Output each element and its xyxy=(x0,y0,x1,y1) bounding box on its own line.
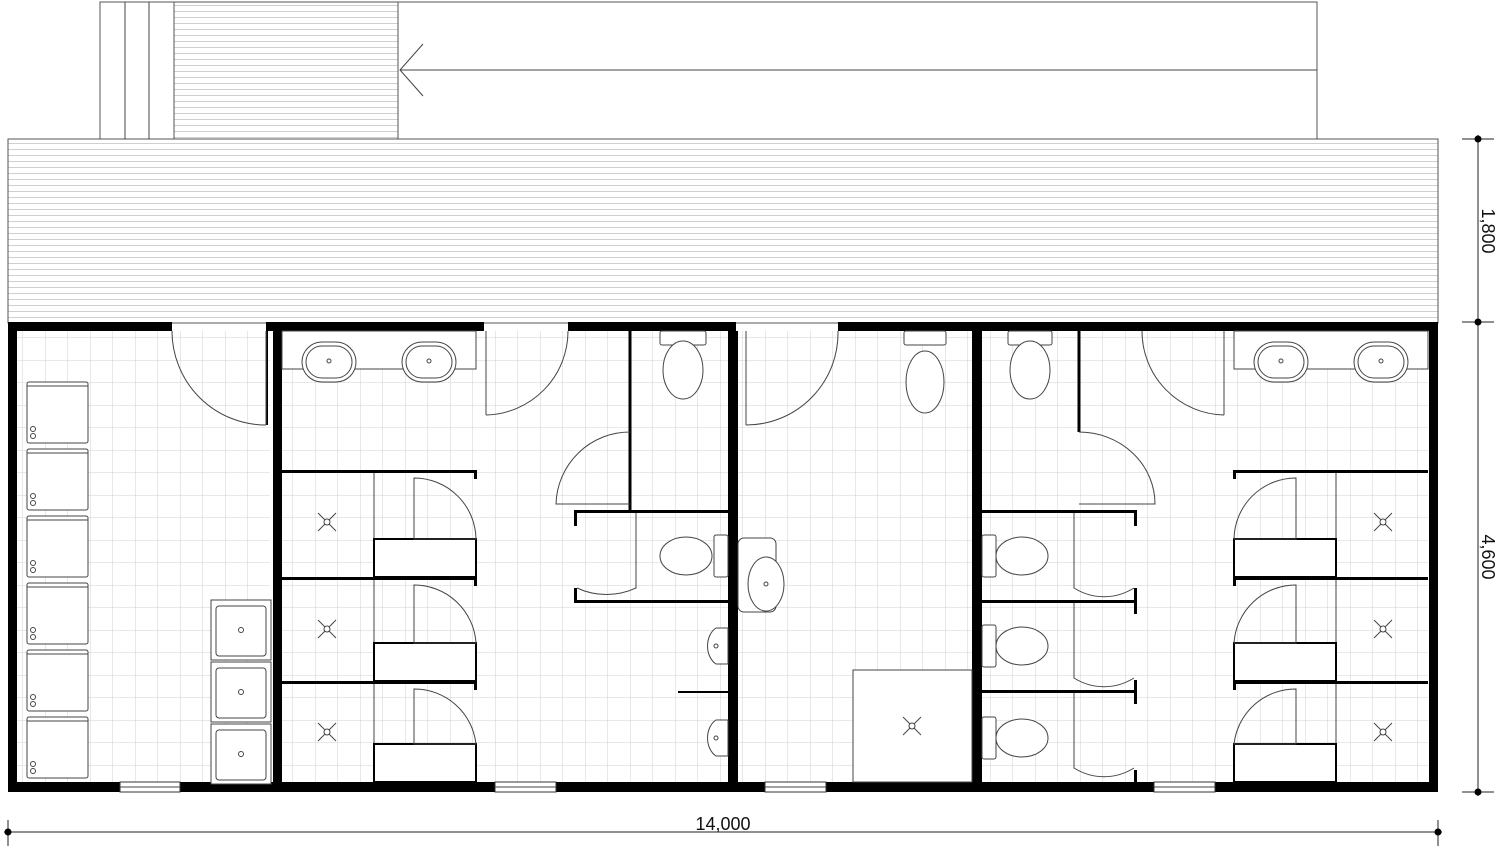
stair-deck xyxy=(173,1,399,140)
dimension-lines: 14,000 1,800 4,600 xyxy=(4,135,1498,846)
window xyxy=(494,781,557,793)
toilet-icon xyxy=(903,330,947,414)
basin-icon xyxy=(1353,341,1409,383)
womens-wc-cubicles xyxy=(555,330,729,757)
dimension-veranda-depth: 1,800 xyxy=(1478,208,1498,253)
shower-drain-icon xyxy=(902,716,922,736)
womens-vanity xyxy=(281,330,477,383)
shower-drain-icon xyxy=(317,722,337,742)
toilet-icon xyxy=(981,716,1049,760)
washing-machine-icon xyxy=(26,448,89,511)
door-womens xyxy=(485,330,569,416)
washing-machine-icon xyxy=(26,716,89,779)
shower-drain-icon xyxy=(1373,512,1393,532)
dimension-building-depth: 4,600 xyxy=(1478,534,1498,579)
shower-drain-icon xyxy=(1373,722,1393,742)
mens-vanity xyxy=(1233,330,1429,383)
access-ramp xyxy=(397,1,1318,140)
basin-icon xyxy=(301,341,357,383)
shower-bay xyxy=(1233,577,1428,682)
veranda-deck xyxy=(7,138,1439,324)
urinal-icon xyxy=(707,627,729,665)
toilet-icon xyxy=(659,330,707,400)
shower-drain-icon xyxy=(317,619,337,639)
window xyxy=(764,781,827,793)
stair-handrails xyxy=(99,1,175,140)
dimension-overall-width: 14,000 xyxy=(695,814,750,834)
laundry-sink-icon xyxy=(210,599,272,661)
shower-bay xyxy=(1233,470,1428,578)
ramp-arrow-icon xyxy=(399,43,424,97)
window xyxy=(119,781,181,793)
door-accessible xyxy=(745,330,839,426)
washing-machine-icon xyxy=(26,582,89,645)
laundry-sink-icon xyxy=(210,723,272,785)
window xyxy=(1153,781,1216,793)
veranda-group xyxy=(7,1,1439,324)
shower-drain-icon xyxy=(1373,619,1393,639)
shower-bay xyxy=(282,470,477,578)
mens-showers xyxy=(1233,470,1428,783)
shower-bay xyxy=(1233,681,1428,783)
shower-bay xyxy=(282,681,477,783)
washing-machine-icon xyxy=(26,381,89,444)
laundry-sinks xyxy=(210,599,272,785)
toilet-icon xyxy=(981,624,1049,668)
door-mens xyxy=(1141,330,1225,416)
basin-icon xyxy=(1253,341,1309,383)
washing-machine-icon xyxy=(26,649,89,712)
toilet-icon xyxy=(981,534,1049,578)
basin-icon xyxy=(737,537,785,613)
womens-floor xyxy=(282,331,728,782)
washing-machines xyxy=(26,381,89,779)
door-laundry xyxy=(171,330,267,426)
mens-floor xyxy=(982,331,1428,782)
windows xyxy=(119,781,1216,793)
basin-icon xyxy=(401,341,457,383)
washing-machine-icon xyxy=(26,515,89,578)
toilet-icon xyxy=(659,534,729,578)
toilet-icon xyxy=(1007,330,1053,400)
laundry-sink-icon xyxy=(210,661,272,723)
entry-doors xyxy=(171,330,1225,426)
shower-drain-icon xyxy=(317,512,337,532)
accessible-fixtures xyxy=(737,330,973,783)
walls xyxy=(8,322,1438,792)
urinal-icon xyxy=(707,719,729,757)
mens-wc-cubicles xyxy=(981,330,1156,782)
shower-bay xyxy=(282,577,477,682)
womens-showers xyxy=(282,470,477,783)
